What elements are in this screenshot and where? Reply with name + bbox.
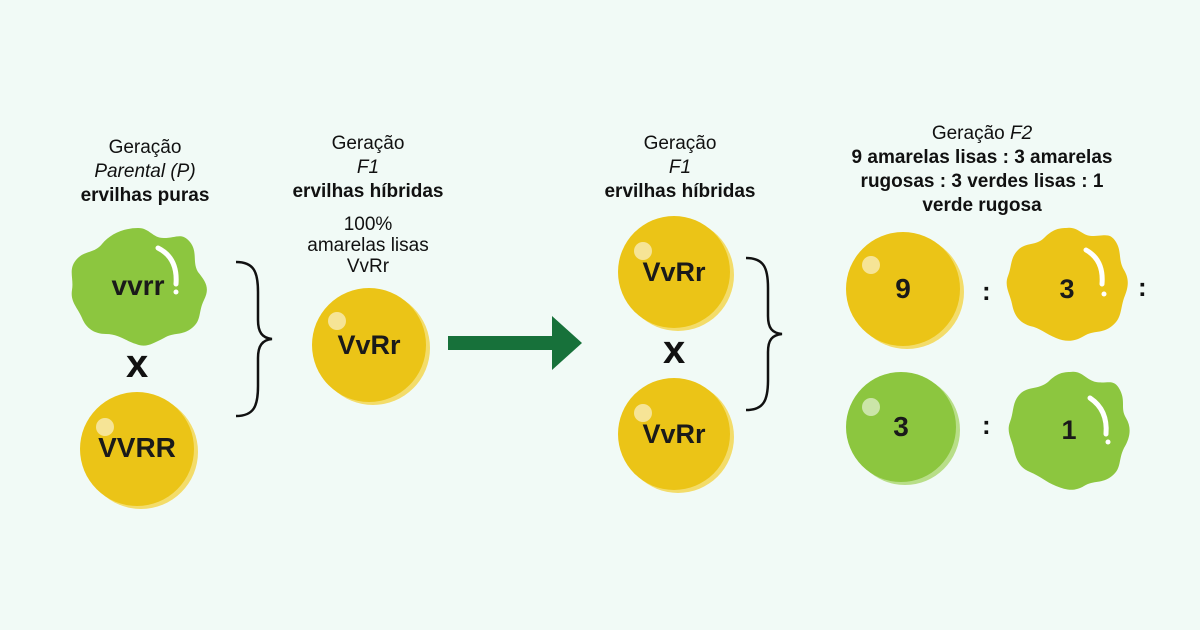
genotype-VvRr: VvRr — [337, 329, 401, 360]
f1-title: Geração F1 ervilhas híbridas — [268, 132, 468, 204]
f1-percentage: 100% — [343, 214, 393, 235]
f1-subtitle: F1 — [356, 157, 380, 178]
f2-label-italic: F2 — [1009, 123, 1033, 144]
f2-title: Geração F2 9 amarelas lisas : 3 amarelas… — [812, 122, 1152, 218]
curly-brace-2 — [745, 256, 783, 412]
highlight — [96, 418, 114, 436]
highlight — [634, 404, 652, 422]
pea-yellow-smooth-f1-top: VvRr — [618, 216, 730, 328]
f1-description: ervilhas híbridas — [292, 181, 444, 202]
highlight — [862, 256, 880, 274]
wrinkled-pea-shape — [1008, 371, 1130, 490]
f1-result: 100% amarelas lisas VvRr — [283, 214, 453, 277]
pea-green-wrinkled-f2: 1 — [1006, 368, 1132, 492]
parental-subtitle: Parental (P) — [94, 161, 196, 182]
f1-cross-subtitle: F1 — [668, 157, 692, 178]
cross-symbol-f1: x — [663, 328, 686, 372]
arrow-right — [448, 316, 582, 370]
genotype-vvrr: vvrr — [111, 270, 165, 301]
pea-yellow-smooth-f2: 9 — [846, 232, 960, 346]
f2-ratio-line2: rugosas : 3 verdes lisas : 1 — [860, 171, 1104, 192]
genotype-VvRr-bottom: VvRr — [642, 418, 706, 449]
ratio-colon-1: : — [982, 276, 991, 306]
pea-green-wrinkled-vvrr: vvrr — [66, 224, 210, 348]
cross-symbol: x — [126, 342, 149, 386]
f1-cross-description: ervilhas híbridas — [604, 181, 756, 202]
parental-label: Geração — [108, 137, 182, 158]
f2-ratio-line1: 9 amarelas lisas : 3 amarelas — [851, 147, 1113, 168]
f2-label-prefix: Geração — [931, 123, 1010, 144]
ratio-colon-3: : — [982, 410, 991, 440]
f1-cross-label: Geração — [643, 133, 717, 154]
highlight — [634, 242, 652, 260]
highlight — [328, 312, 346, 330]
pea-yellow-smooth-VVRR: VVRR — [80, 392, 194, 506]
f1-genotype-text: VvRr — [346, 256, 390, 277]
pea-yellow-smooth-f1: VvRr — [312, 288, 426, 402]
parental-title: Geração Parental (P) ervilhas puras — [55, 136, 235, 208]
count-green-wrinkled: 1 — [1061, 414, 1077, 445]
count-green-smooth: 3 — [893, 411, 909, 442]
f2-label: Geração F2 — [812, 122, 1152, 146]
wrinkled-pea-shape — [1006, 227, 1128, 341]
pea-yellow-smooth-f1-bottom: VvRr — [618, 378, 730, 490]
pea-green-smooth-f2: 3 — [846, 372, 956, 482]
f1-label: Geração — [331, 133, 405, 154]
highlight — [862, 398, 880, 416]
ratio-colon-2: : — [1138, 272, 1147, 302]
f1-phenotype: amarelas lisas — [307, 235, 429, 256]
f1-cross-title: Geração F1 ervilhas híbridas — [580, 132, 780, 204]
count-yellow-smooth: 9 — [895, 273, 911, 304]
pea-yellow-wrinkled-f2: 3 — [1004, 224, 1130, 342]
wrinkled-pea-shape — [71, 228, 207, 346]
f2-ratio-line3: verde rugosa — [922, 195, 1042, 216]
genotype-VVRR: VVRR — [98, 432, 176, 463]
genotype-VvRr-top: VvRr — [642, 256, 706, 287]
curly-brace-1 — [235, 260, 273, 418]
count-yellow-wrinkled: 3 — [1059, 273, 1075, 304]
parental-description: ervilhas puras — [80, 185, 210, 206]
